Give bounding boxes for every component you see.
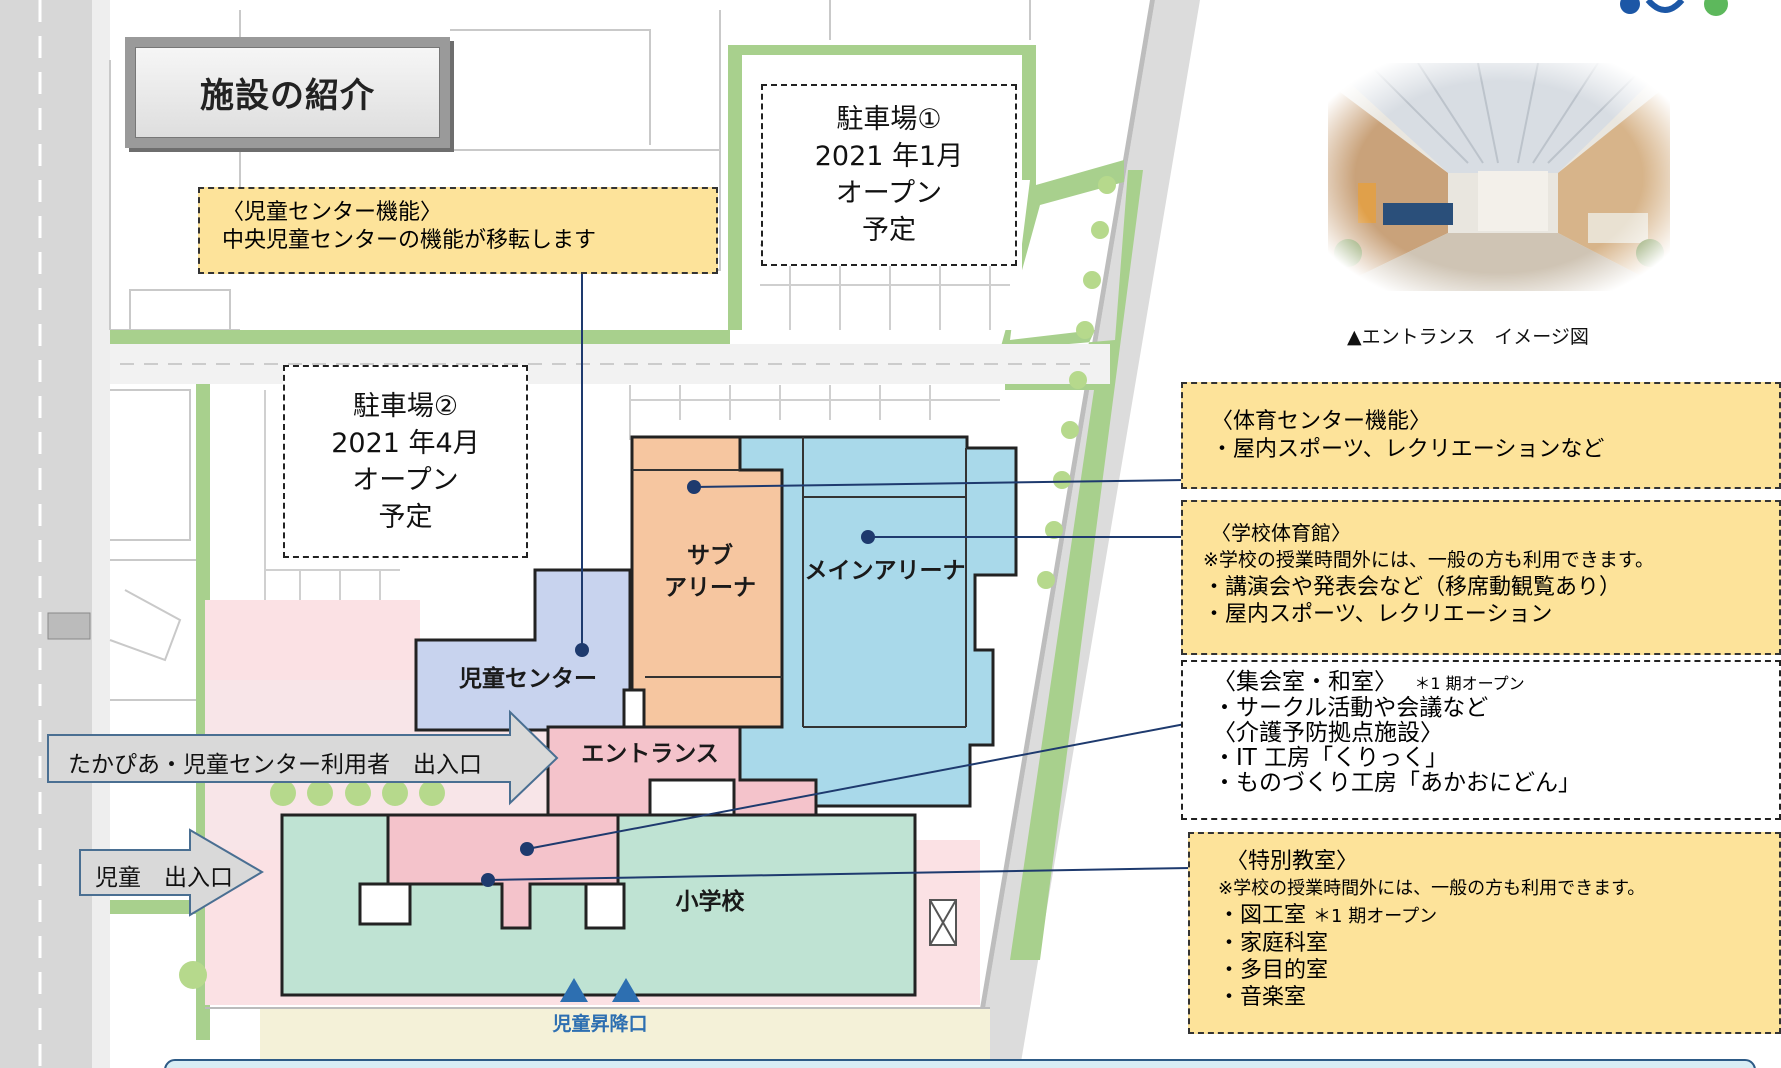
page-title: 施設の紹介 [135, 47, 440, 138]
children-entrance-label: 児童 出入口 [95, 865, 233, 891]
parking-2-status-2: 予定 [378, 501, 433, 533]
child-center-note-text: 中央児童センターの機能が移転します [222, 228, 597, 253]
special-classroom-item: ・音楽室 [1218, 985, 1307, 1010]
parking-2-status: オープン [352, 464, 459, 496]
sports-center-panel: 〈体育センター機能〉 ・屋内スポーツ、レクリエーションなど [1181, 382, 1781, 489]
children-entrance-arrow-icon [79, 828, 264, 917]
drop-off-label: 児童昇降口 [552, 1013, 648, 1035]
sub-arena-label-1: サブ [687, 543, 733, 569]
parking-1-date: 2021 年1月 [814, 141, 964, 172]
care-prevention-heading: 〈介護予防拠点施設〉 [1213, 720, 1443, 746]
meeting-room-panel: 〈集会室・和室〉 ＊1 期オープン ・サークル活動や会議など 〈介護予防拠点施設… [1181, 660, 1781, 820]
takapia-entrance-label: たかぴあ・児童センター利用者 出入口 [68, 752, 482, 778]
parking-1-status-2: 予定 [862, 215, 916, 246]
special-classroom-heading: 〈特別教室〉 [1226, 849, 1359, 874]
special-classroom-item: ・多目的室 [1218, 958, 1329, 983]
meeting-room-note: ＊1 期オープン [1414, 674, 1525, 693]
drop-off-triangle-icon [612, 978, 640, 1002]
meeting-room-item: ・サークル活動や会議など [1213, 695, 1489, 721]
school-gym-item: ・屋内スポーツ、レクリエーション [1203, 602, 1553, 627]
takapia-entrance-arrow-icon [47, 709, 559, 806]
special-classroom-item: ・家庭科室 [1218, 931, 1329, 956]
child-center-note: 〈児童センター機能〉 中央児童センターの機能が移転します [198, 187, 718, 274]
care-prevention-item: ・ものづくり工房「あかおにどん」 [1213, 770, 1581, 796]
entrance-image [1328, 63, 1670, 291]
school-label: 小学校 [675, 889, 745, 915]
title-plate: 施設の紹介 [125, 37, 450, 148]
special-classroom-note: ※学校の授業時間外には、一般の方も利用できます。 [1218, 878, 1646, 899]
parking-2-label: 駐車場② 2021 年4月 オープン 予定 [283, 365, 528, 558]
special-classroom-item-note: ＊1 期オープン [1313, 906, 1438, 927]
sub-arena-label: サブ アリーナ [650, 540, 770, 604]
special-classroom-item: ・図工室 [1218, 903, 1307, 928]
entrance-label: エントランス [581, 741, 719, 767]
drop-off-triangle-icon [560, 978, 588, 1002]
main-arena-label: メインアリーナ [804, 558, 966, 584]
meeting-room-heading: 〈集会室・和室〉 [1213, 669, 1397, 695]
sports-center-heading: 〈体育センター機能〉 [1211, 409, 1432, 434]
left-road [0, 0, 92, 1068]
school-gym-panel: 〈学校体育館〉 ※学校の授業時間外には、一般の方も利用できます。 ・講演会や発表… [1181, 500, 1781, 655]
logo-icon [1620, 0, 1728, 16]
parking-2-date: 2021 年4月 [331, 427, 480, 459]
parking-1-name: 駐車場① [836, 104, 942, 135]
child-center-building [414, 568, 632, 732]
school-gym-item: ・講演会や発表会など（移席動観覧あり） [1203, 575, 1622, 600]
care-prevention-item: ・IT 工房「くりっく」 [1213, 745, 1449, 771]
child-center-label: 児童センター [459, 666, 597, 692]
parking-1-status: オープン [835, 178, 943, 209]
special-classroom-panel: 〈特別教室〉 ※学校の授業時間外には、一般の方も利用できます。 ・図工室 ＊1 … [1188, 832, 1781, 1034]
parking-1-label: 駐車場① 2021 年1月 オープン 予定 [761, 84, 1017, 266]
school-gym-note: ※学校の授業時間外には、一般の方も利用できます。 [1203, 549, 1655, 571]
child-center-note-heading: 〈児童センター機能〉 [222, 200, 443, 225]
parking-2-name: 駐車場② [352, 390, 459, 422]
sports-center-item: ・屋内スポーツ、レクリエーションなど [1211, 437, 1605, 462]
sub-arena-label-2: アリーナ [664, 575, 756, 601]
photo-caption: ▲エントランス イメージ図 [1347, 326, 1589, 348]
school-gym-heading: 〈学校体育館〉 [1211, 521, 1351, 545]
